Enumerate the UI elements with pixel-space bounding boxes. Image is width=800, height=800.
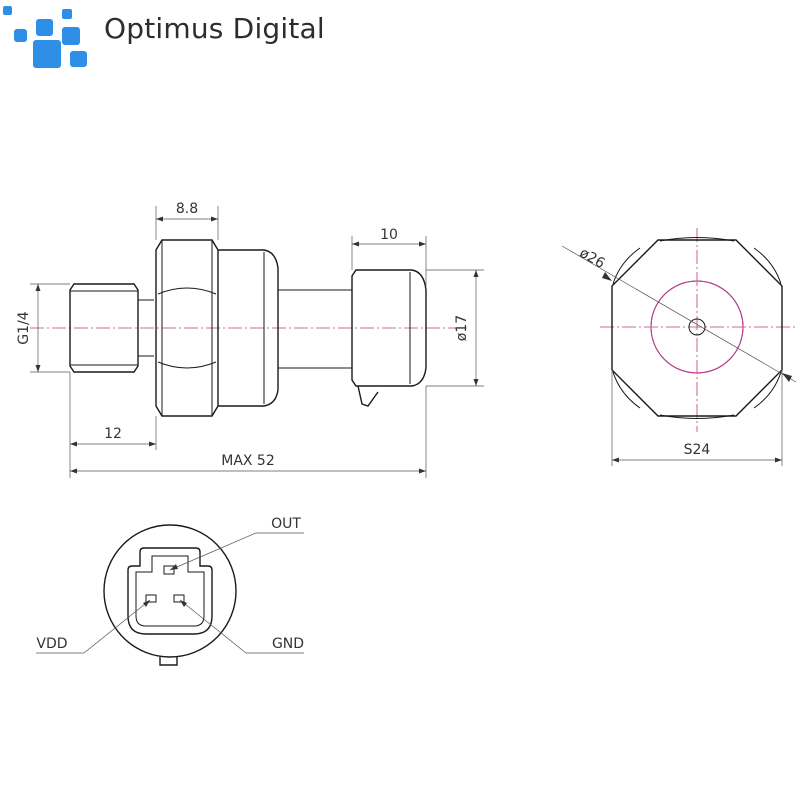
dim-hex-width-label: 8.8 [176, 201, 198, 217]
leader-out: OUT [169, 516, 304, 571]
end-inner-circle-highlight [650, 280, 744, 374]
end-hex-outline [611, 239, 783, 417]
pin-gnd [173, 594, 185, 603]
pin-out [163, 565, 175, 575]
end-center-hole [688, 318, 706, 336]
dim-across-flats: S24 [611, 370, 783, 466]
dim-connector-diameter-label: ø17 [454, 315, 470, 341]
dim-across-flats-label: S24 [684, 442, 711, 458]
dim-connector-width-label: 10 [380, 227, 398, 243]
pin-gnd-label: GND [272, 636, 304, 652]
optimus-digital-logo-icon [3, 6, 87, 68]
pin-vdd [145, 594, 157, 603]
dim-diameter-label: ø26 [577, 245, 608, 272]
side-view: 8.8 10 G1/4 ø17 [16, 201, 484, 478]
connector-view: OUT VDD GND [36, 516, 304, 666]
connector-housing [351, 269, 427, 407]
connector-key [159, 657, 178, 666]
leader-gnd: GND [179, 599, 304, 654]
connector-inner [135, 555, 205, 627]
sensor-body [218, 249, 352, 407]
hex-nut [155, 239, 219, 417]
brand-name: Optimus Digital [104, 12, 325, 45]
thread-section [69, 283, 154, 373]
dim-thread-label: G1/4 [16, 311, 32, 344]
dim-thread-length: 12 [69, 372, 157, 478]
dim-hex-width: 8.8 [155, 201, 219, 240]
pin-vdd-label: VDD [36, 636, 67, 652]
end-view: ø26 S24 [561, 228, 797, 466]
connector-outer-circle [103, 524, 237, 658]
dim-total-length: MAX 52 [70, 386, 427, 478]
dim-total-length-label: MAX 52 [221, 453, 275, 469]
dim-thread-length-label: 12 [104, 426, 122, 442]
leader-vdd: VDD [36, 599, 151, 654]
dim-thread: G1/4 [16, 283, 70, 373]
header: Optimus Digital [0, 0, 800, 80]
pin-out-label: OUT [271, 516, 301, 532]
dim-connector-diameter: ø17 [426, 269, 484, 387]
dim-connector-width: 10 [351, 227, 427, 286]
connector-shroud [127, 547, 213, 635]
